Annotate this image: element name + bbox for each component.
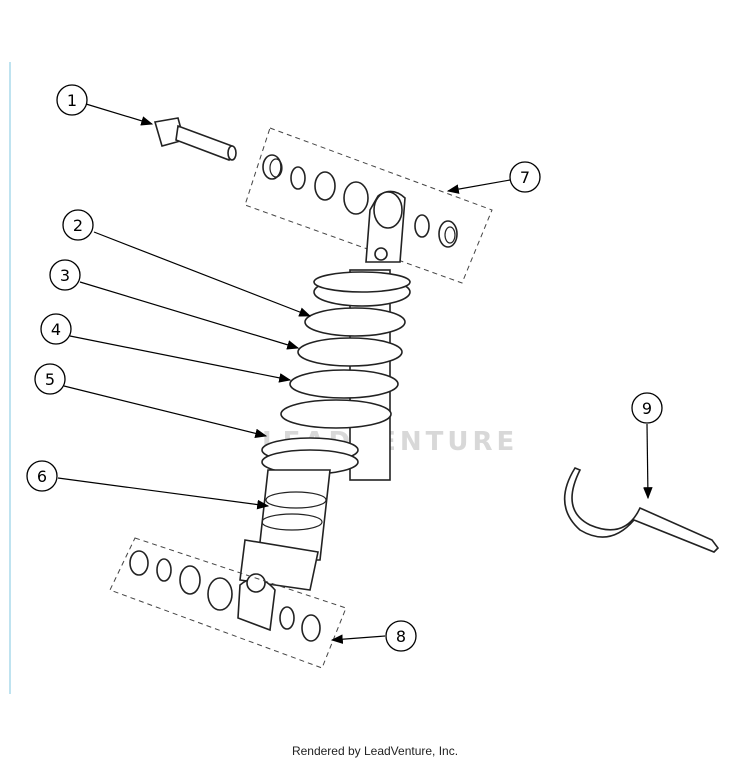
callout-1[interactable]: 1 bbox=[56, 84, 88, 116]
leader-6 bbox=[57, 477, 270, 510]
leader-3 bbox=[79, 281, 300, 350]
callout-8[interactable]: 8 bbox=[385, 620, 417, 652]
svg-text:5: 5 bbox=[45, 370, 55, 389]
svg-text:6: 6 bbox=[37, 467, 47, 486]
svg-text:8: 8 bbox=[396, 627, 406, 646]
leader-4 bbox=[69, 335, 292, 383]
footer-credit: Rendered by LeadVenture, Inc. bbox=[291, 744, 459, 758]
leader-5 bbox=[63, 385, 268, 439]
svg-text:1: 1 bbox=[67, 91, 77, 110]
leader-7 bbox=[446, 179, 511, 194]
svg-text:9: 9 bbox=[642, 399, 652, 418]
svg-text:7: 7 bbox=[520, 168, 530, 187]
callout-4[interactable]: 4 bbox=[40, 313, 72, 345]
hardware-kit-top-parts[interactable] bbox=[262, 154, 458, 248]
hardware-kit-bottom-parts[interactable] bbox=[129, 550, 321, 642]
svg-text:4: 4 bbox=[51, 320, 61, 339]
svg-text:2: 2 bbox=[73, 216, 83, 235]
leader-2 bbox=[93, 231, 312, 317]
callout-7[interactable]: 7 bbox=[509, 161, 541, 193]
hardware-kit-bottom-outline bbox=[109, 537, 347, 669]
leader-8 bbox=[330, 634, 386, 644]
callout-6[interactable]: 6 bbox=[26, 460, 58, 492]
bolt-part[interactable] bbox=[153, 117, 237, 162]
callout-2[interactable]: 2 bbox=[62, 209, 94, 241]
svg-text:3: 3 bbox=[60, 266, 70, 285]
shock-absorber[interactable] bbox=[237, 190, 411, 632]
leader-9 bbox=[643, 423, 653, 500]
callout-3[interactable]: 3 bbox=[49, 259, 81, 291]
leader-1 bbox=[85, 103, 154, 126]
hardware-kit-top-outline bbox=[244, 127, 493, 284]
callout-9[interactable]: 9 bbox=[631, 392, 663, 424]
callout-5[interactable]: 5 bbox=[34, 363, 66, 395]
spanner-wrench-part[interactable] bbox=[563, 467, 720, 553]
